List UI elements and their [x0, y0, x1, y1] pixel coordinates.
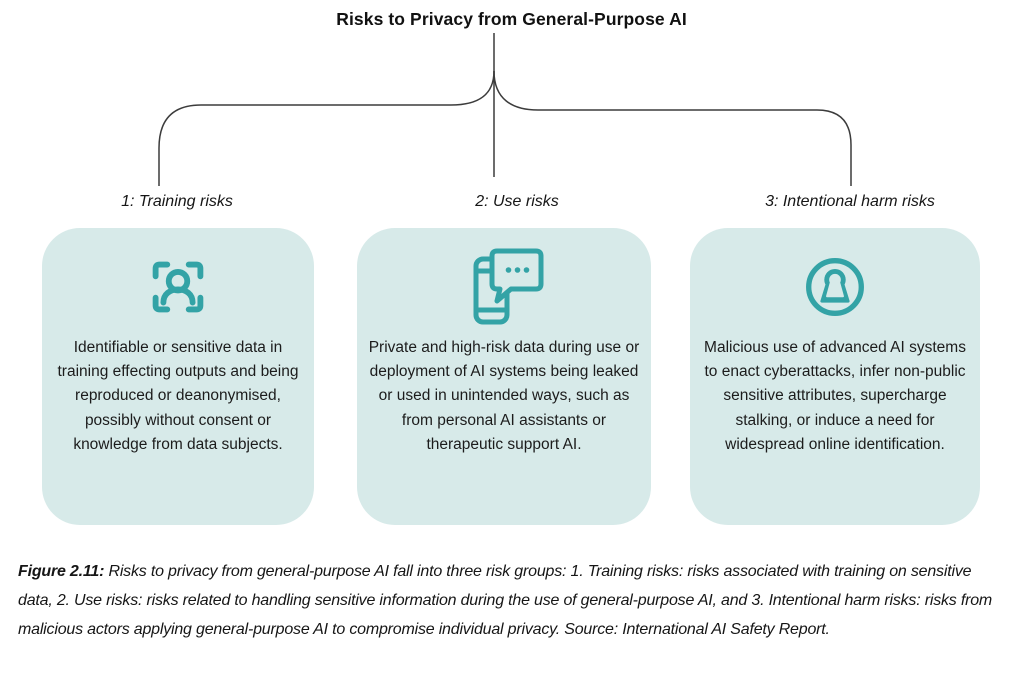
branch-label-training-risks: 1: Training risks — [121, 193, 233, 210]
branch-label-intentional-harm-risks: 3: Intentional harm risks — [765, 193, 935, 210]
figure-caption-number: Figure 2.11: — [18, 563, 105, 580]
use-risk-description: Private and high-risk data during use or… — [368, 339, 640, 453]
connector-right-branch — [493, 70, 852, 186]
keyhole-icon — [798, 247, 872, 327]
figure-caption-text: Risks to privacy from general-purpose AI… — [18, 563, 993, 638]
branch-label-use-risks: 2: Use risks — [475, 193, 559, 210]
figure-caption: Figure 2.11: Risks to privacy from gener… — [18, 558, 1008, 644]
risk-card-intentional-harm: Malicious use of advanced AI systems to … — [690, 228, 980, 525]
face-scan-icon — [141, 247, 215, 327]
intentional-harm-risk-description: Malicious use of advanced AI systems to … — [704, 339, 966, 453]
risk-card-training: Identifiable or sensitive data in traini… — [42, 228, 314, 525]
risk-card-use: Private and high-risk data during use or… — [357, 228, 651, 525]
phone-chat-icon — [461, 247, 547, 327]
figure-title: Risks to Privacy from General-Purpose AI — [336, 9, 687, 29]
training-risk-description: Identifiable or sensitive data in traini… — [57, 339, 299, 453]
branch-connector-lines — [158, 33, 852, 186]
connector-left-branch — [158, 70, 495, 186]
